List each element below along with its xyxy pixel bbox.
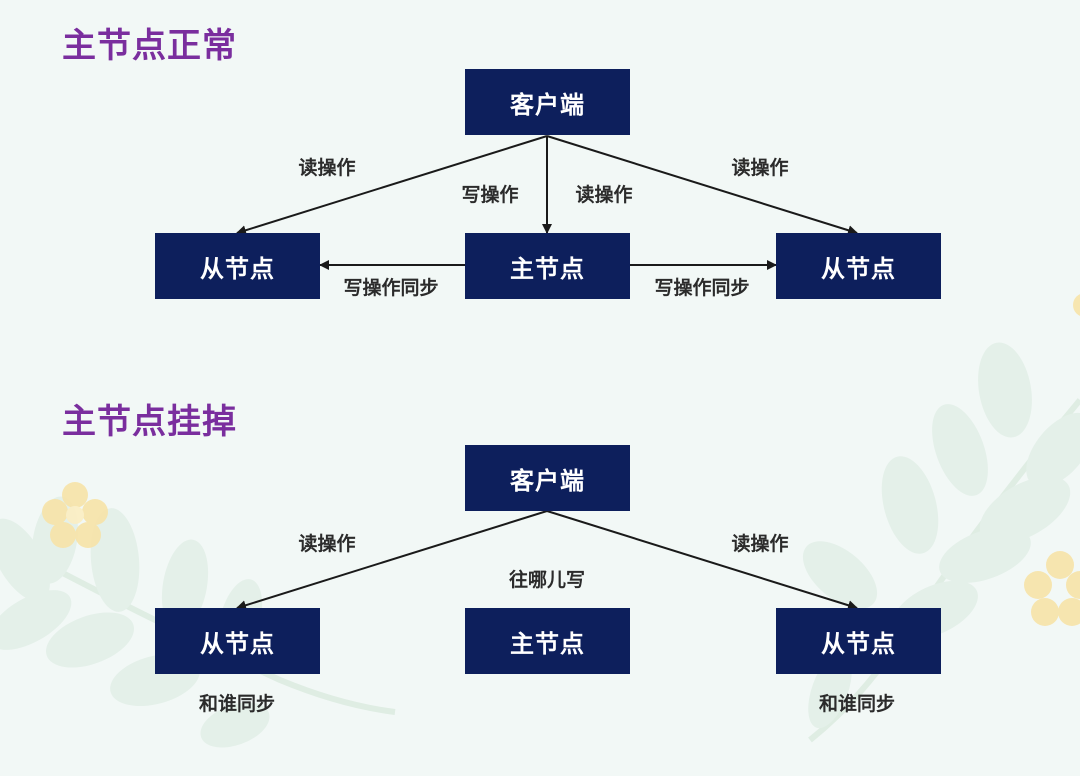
leaf-icon	[1026, 412, 1080, 488]
slave-node-left: 从节点	[155, 233, 320, 299]
where-to-write-label: 往哪儿写	[508, 569, 586, 591]
leaf-icon	[0, 590, 72, 650]
slave-node-right-failure: 从节点	[776, 608, 941, 674]
leaf-icon	[46, 612, 134, 668]
slave-node-left-failure: 从节点	[155, 608, 320, 674]
leaf-icon	[161, 539, 209, 631]
write-label-center: 写操作	[461, 184, 519, 206]
slave-node-right: 从节点	[776, 233, 941, 299]
leaf-icon	[0, 518, 50, 602]
read-label-center: 读操作	[575, 184, 633, 206]
flower-icon-top-right	[1073, 294, 1080, 316]
client-node-failure: 客户端	[465, 445, 630, 511]
flower-icon-left	[42, 482, 108, 548]
leaf-icon	[979, 476, 1071, 544]
sync-label-left: 写操作同步	[343, 277, 439, 299]
leaf-icon	[881, 456, 939, 554]
read-label-left-failure: 读操作	[298, 533, 356, 555]
client-node: 客户端	[465, 69, 630, 135]
read-label-left: 读操作	[298, 157, 356, 179]
section-title-normal: 主节点正常	[62, 26, 237, 66]
leaf-icon	[200, 702, 270, 748]
section-title-failure: 主节点挂掉	[62, 402, 237, 442]
sync-with-whom-label-right: 和谁同步	[818, 693, 896, 715]
master-node-failure: 主节点	[465, 608, 630, 674]
read-label-right: 读操作	[731, 157, 789, 179]
leaf-icon	[90, 508, 140, 612]
master-node: 主节点	[465, 233, 630, 299]
sync-with-whom-label-left: 和谁同步	[198, 693, 276, 715]
leaf-icon	[978, 342, 1032, 438]
sync-label-right: 写操作同步	[654, 277, 750, 299]
leaf-icon	[939, 527, 1031, 583]
leaf-icon	[932, 404, 988, 496]
flower-icon-right	[1024, 551, 1080, 626]
read-label-right-failure: 读操作	[731, 533, 789, 555]
